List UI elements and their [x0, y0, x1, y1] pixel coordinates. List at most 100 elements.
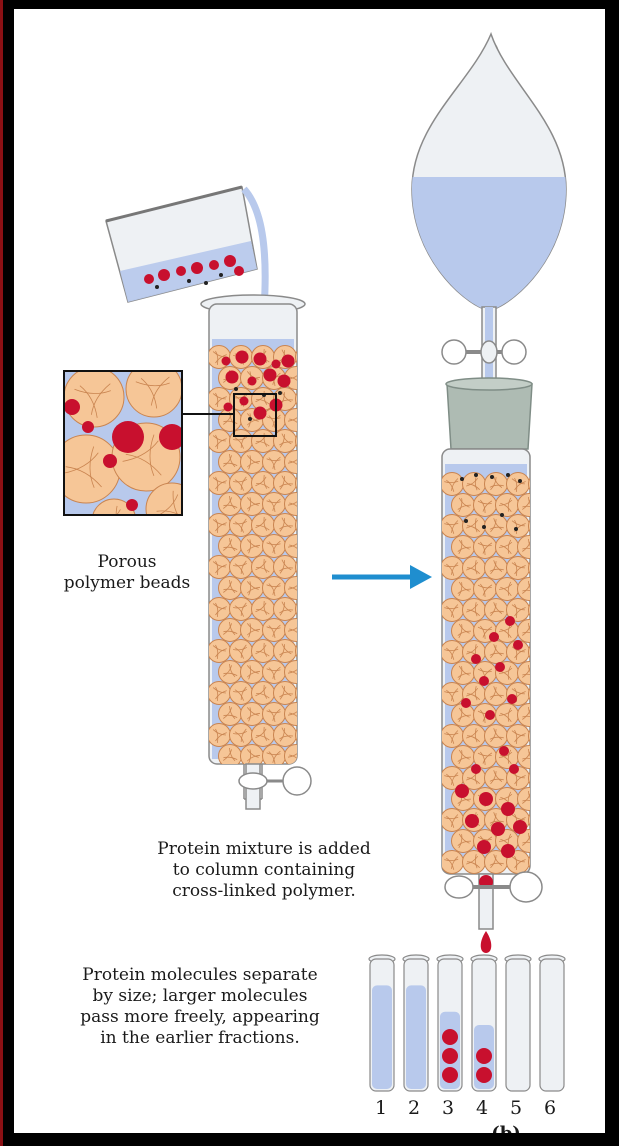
- small-molecule: [506, 473, 510, 477]
- polymer-bead: [285, 409, 308, 432]
- polymer-bead: [241, 619, 264, 642]
- polymer-bead: [285, 451, 308, 474]
- protein-molecule: [513, 640, 523, 650]
- polymer-bead: [285, 661, 308, 684]
- small-molecule: [278, 391, 282, 395]
- polymer-bead: [518, 578, 541, 601]
- protein-molecule: [236, 351, 249, 364]
- polymer-bead: [452, 662, 475, 685]
- polymer-bead: [241, 535, 264, 558]
- polymer-bead: [296, 556, 319, 579]
- polymer-bead: [529, 683, 552, 706]
- polymer-bead: [252, 598, 275, 621]
- polymer-bead: [452, 578, 475, 601]
- fraction-number: 1: [366, 1097, 396, 1119]
- diagram-panel: Porous polymer beads Protein mixture is …: [14, 9, 605, 1133]
- polymer-bead: [518, 494, 541, 517]
- protein-molecule: [476, 1067, 492, 1083]
- polymer-bead: [208, 724, 231, 747]
- separate-label-line: Protein molecules separate: [20, 965, 380, 986]
- polymer-bead: [285, 577, 308, 600]
- polymer-bead: [474, 494, 497, 517]
- polymer-bead: [518, 704, 541, 727]
- beads-label: Porous polymer beads: [22, 552, 232, 594]
- fraction-tube: [403, 955, 429, 1091]
- small-molecule: [482, 525, 486, 529]
- polymer-bead: [485, 725, 508, 748]
- polymer-bead: [146, 483, 198, 535]
- polymer-bead: [463, 515, 486, 538]
- protein-molecule: [264, 369, 277, 382]
- polymer-bead: [452, 830, 475, 853]
- polymer-bead: [296, 346, 319, 369]
- polymer-bead: [507, 557, 530, 580]
- polymer-bead: [285, 619, 308, 642]
- fraction-number: 2: [399, 1097, 429, 1119]
- polymer-bead: [285, 535, 308, 558]
- polymer-bead: [252, 682, 275, 705]
- polymer-bead: [441, 851, 464, 874]
- polymer-bead: [252, 640, 275, 663]
- polymer-bead: [208, 430, 231, 453]
- polymer-bead: [274, 682, 297, 705]
- protein-molecule: [254, 353, 267, 366]
- fraction-tubes: [369, 955, 565, 1091]
- polymer-bead: [285, 703, 308, 726]
- polymer-bead: [529, 851, 552, 874]
- polymer-bead: [452, 746, 475, 769]
- polymer-bead: [252, 556, 275, 579]
- small-molecule: [500, 513, 504, 517]
- protein-molecule: [509, 764, 519, 774]
- polymer-bead: [208, 514, 231, 537]
- panel-label: (b): [476, 1123, 536, 1133]
- polymer-bead: [463, 599, 486, 622]
- polymer-bead: [230, 640, 253, 663]
- polymer-bead: [64, 367, 124, 427]
- polymer-bead: [496, 536, 519, 559]
- polymer-bead: [274, 472, 297, 495]
- small-molecule: [234, 387, 238, 391]
- protein-molecule: [282, 355, 295, 368]
- protein-molecule: [103, 454, 117, 468]
- polymer-bead: [274, 556, 297, 579]
- protein-molecule: [442, 1048, 458, 1064]
- protein-molecule: [224, 403, 233, 412]
- polymer-bead: [263, 535, 286, 558]
- polymer-bead: [274, 724, 297, 747]
- polymer-bead: [126, 361, 182, 417]
- polymer-bead: [263, 493, 286, 516]
- fraction-tube: [471, 955, 497, 1091]
- polymer-bead: [274, 640, 297, 663]
- polymer-bead: [296, 430, 319, 453]
- small-molecule: [464, 519, 468, 523]
- polymer-bead: [507, 725, 530, 748]
- polymer-bead: [529, 599, 552, 622]
- column-2-beads: [441, 473, 552, 874]
- polymer-bead: [296, 724, 319, 747]
- polymer-bead: [296, 514, 319, 537]
- protein-molecule: [489, 632, 499, 642]
- polymer-bead: [496, 494, 519, 517]
- polymer-bead: [452, 494, 475, 517]
- polymer-bead: [274, 514, 297, 537]
- polymer-bead: [441, 683, 464, 706]
- polymer-bead: [241, 703, 264, 726]
- eluting-drop: [481, 931, 492, 953]
- small-molecule: [514, 527, 518, 531]
- polymer-bead: [452, 620, 475, 643]
- polymer-bead: [518, 662, 541, 685]
- polymer-bead: [219, 451, 242, 474]
- polymer-bead: [263, 661, 286, 684]
- protein-molecule: [272, 360, 281, 369]
- polymer-bead: [230, 556, 253, 579]
- protein-molecule: [507, 694, 517, 704]
- added-label-line: Protein mixture is added: [104, 839, 424, 860]
- polymer-bead: [263, 703, 286, 726]
- polymer-bead: [263, 619, 286, 642]
- polymer-bead: [441, 599, 464, 622]
- separate-label-line: in the earlier fractions.: [20, 1028, 380, 1049]
- polymer-bead: [263, 451, 286, 474]
- polymer-bead: [441, 473, 464, 496]
- polymer-bead: [208, 640, 231, 663]
- polymer-bead: [529, 515, 552, 538]
